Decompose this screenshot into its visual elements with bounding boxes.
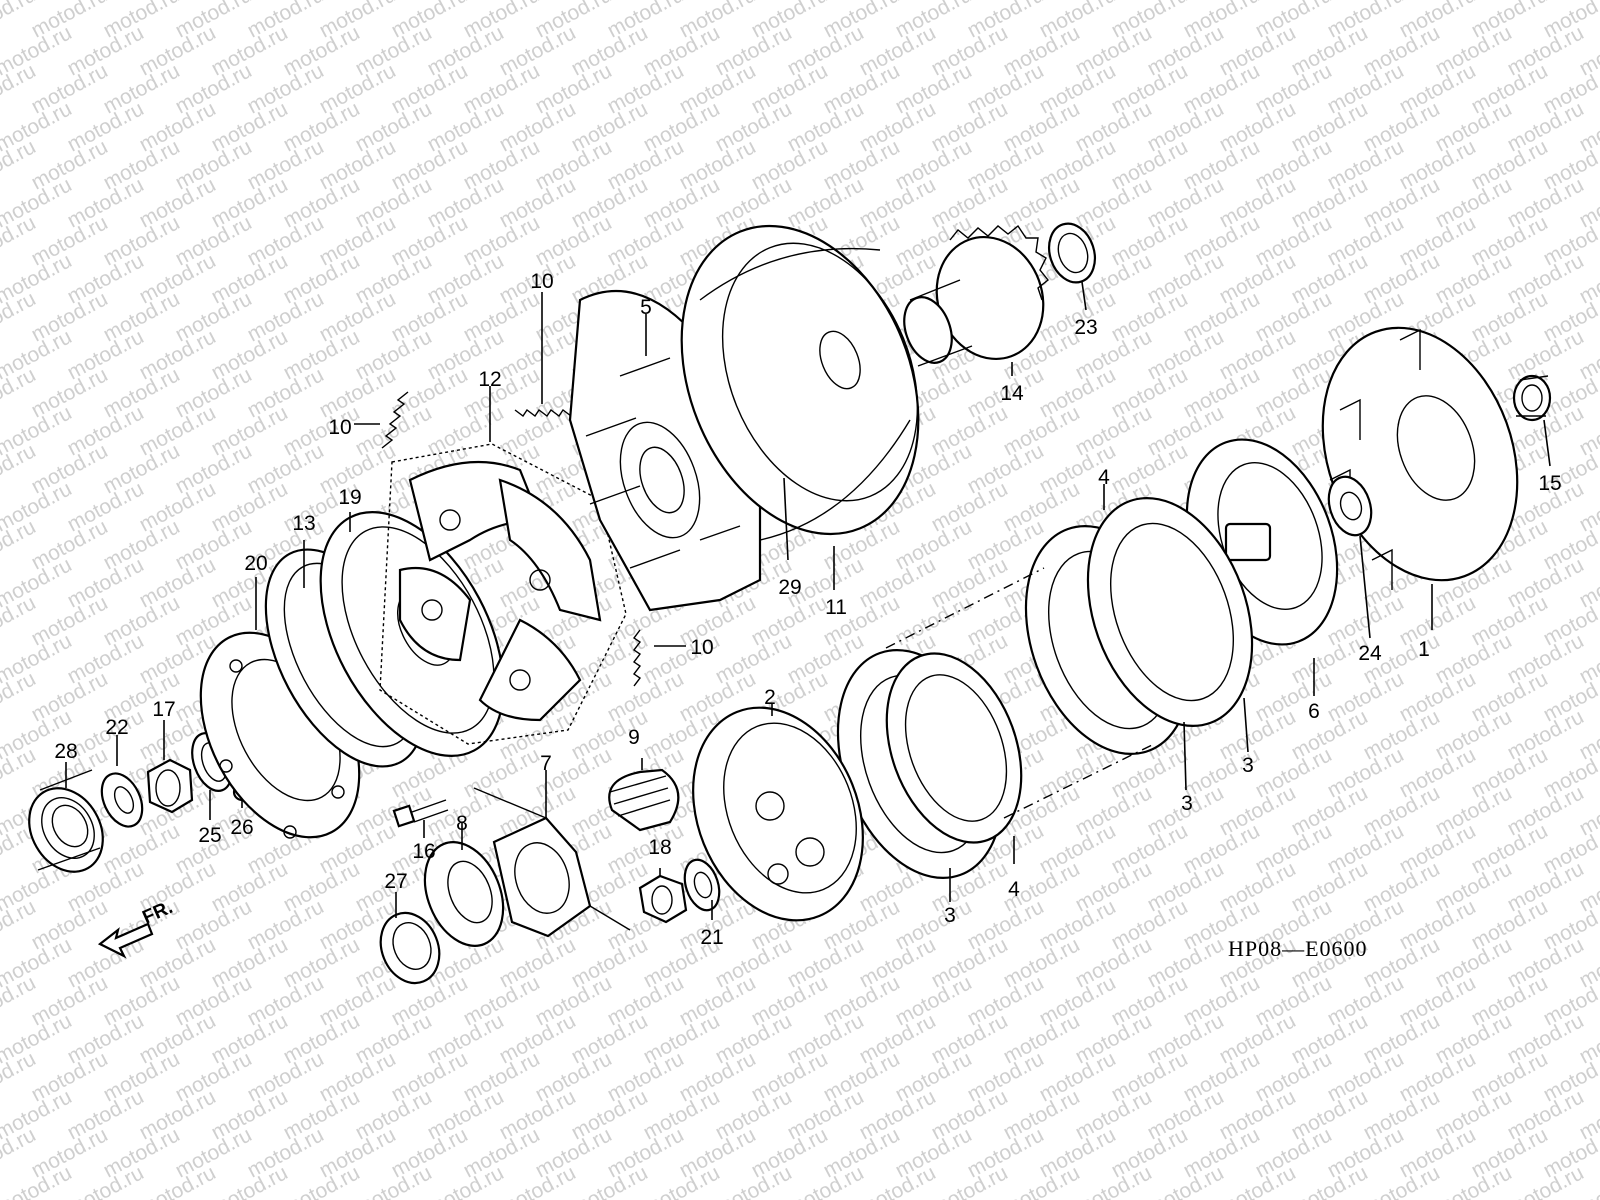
callout-16: 16 [412, 840, 435, 863]
callout-5: 5 [640, 296, 652, 319]
part-9-spring [608, 768, 680, 832]
callout-28: 28 [54, 740, 77, 763]
callout-11: 11 [825, 596, 847, 619]
callout-19: 19 [338, 486, 361, 509]
callout-22: 22 [105, 716, 128, 739]
part-17-nut [146, 758, 194, 814]
callout-24: 24 [1358, 642, 1382, 665]
callout-10c: 10 [690, 636, 713, 659]
callout-4a: 4 [1098, 466, 1110, 489]
callout-7: 7 [540, 752, 552, 775]
callout-27: 27 [384, 870, 407, 893]
callout-17: 17 [152, 698, 175, 721]
callout-10b: 10 [530, 270, 553, 293]
watermark-text: motod.ru [1576, 0, 1600, 4]
callout-3a: 3 [1181, 792, 1193, 815]
callout-23: 23 [1074, 316, 1097, 339]
callout-12: 12 [478, 368, 501, 391]
callout-18: 18 [648, 836, 671, 859]
callout-21: 21 [700, 926, 723, 949]
part-15-bushing [1512, 374, 1552, 422]
callout-8: 8 [456, 812, 468, 835]
callout-29: 29 [778, 576, 801, 599]
callout-1: 1 [1418, 638, 1430, 661]
callout-2: 2 [764, 686, 776, 709]
callout-6: 6 [1308, 700, 1320, 723]
callout-3c: 3 [944, 904, 956, 927]
callout-25: 25 [198, 824, 221, 847]
callout-10a: 10 [328, 416, 351, 439]
callout-9: 9 [628, 726, 640, 749]
callout-13: 13 [292, 512, 315, 535]
callout-26: 26 [230, 816, 253, 839]
callout-15: 15 [1538, 472, 1561, 495]
callout-3b: 3 [1242, 754, 1254, 777]
callout-20: 20 [244, 552, 267, 575]
callout-4b: 4 [1008, 878, 1020, 901]
callout-14: 14 [1000, 382, 1024, 405]
diagram-code: HP08—E0600 [1228, 936, 1368, 961]
